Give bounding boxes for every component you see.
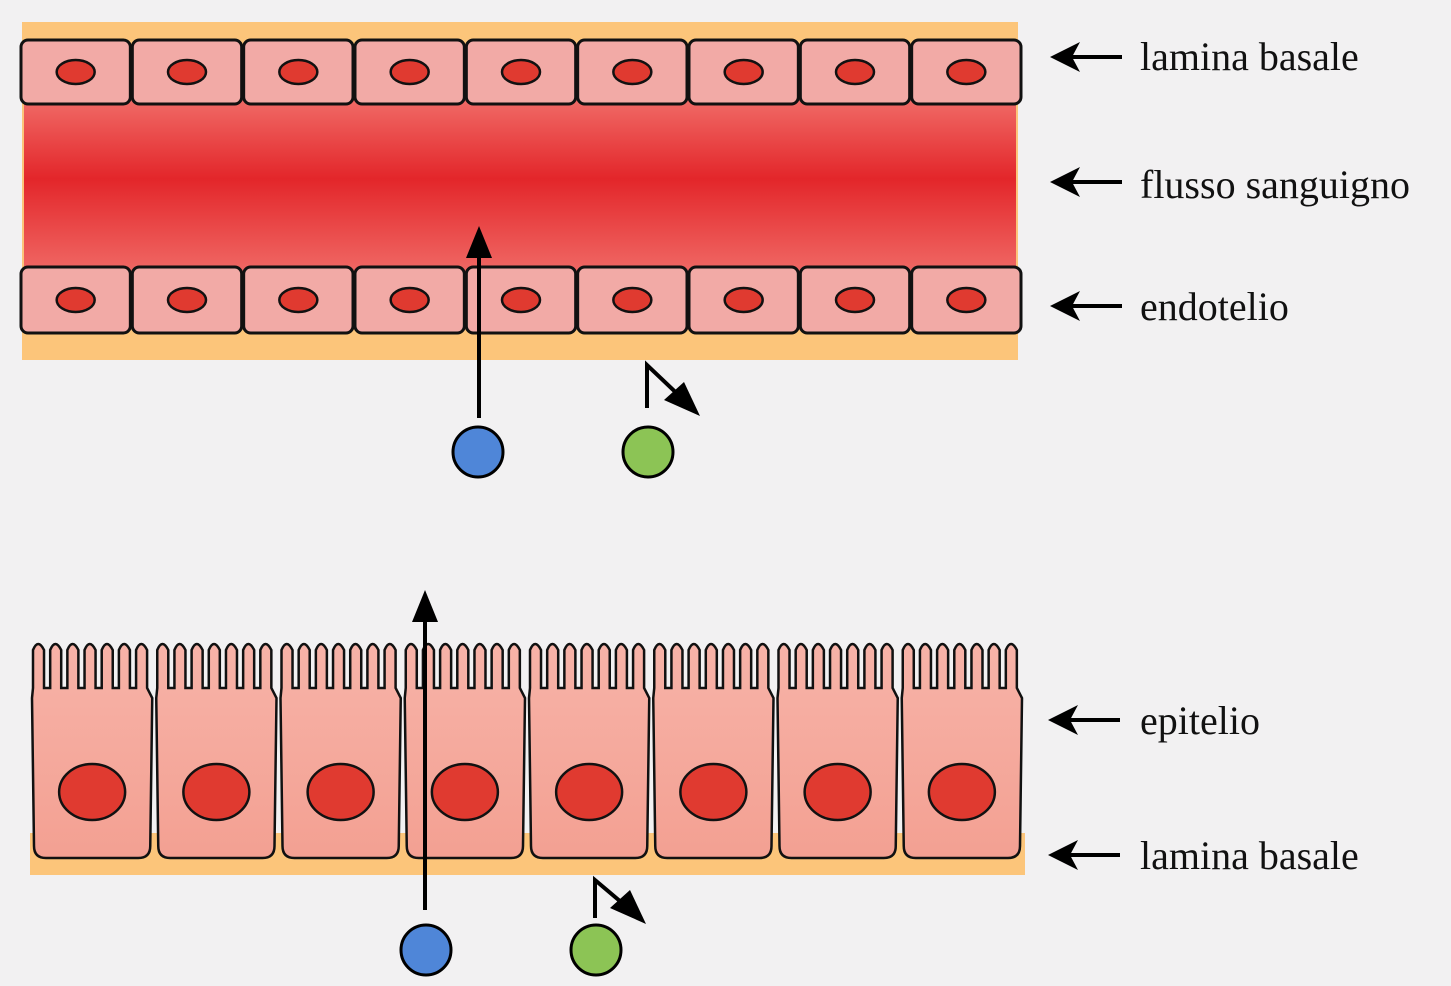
cell-nucleus bbox=[500, 58, 542, 86]
cell-nucleus bbox=[679, 762, 748, 822]
endothelium-top-row bbox=[19, 38, 1023, 106]
microvilli-and-cell-body bbox=[527, 642, 651, 860]
blood-vessel bbox=[19, 22, 1023, 360]
cell-nucleus bbox=[946, 286, 987, 314]
cell-nucleus bbox=[927, 762, 997, 822]
microvilli-and-cell-body bbox=[776, 642, 900, 860]
cell-nucleus bbox=[834, 286, 876, 314]
blue-transport-arrowhead-bottom bbox=[412, 590, 438, 622]
cell-nucleus bbox=[55, 58, 96, 86]
blue-molecule-top bbox=[451, 425, 505, 479]
cell-nucleus bbox=[57, 762, 127, 822]
epithelial-cells bbox=[30, 642, 1024, 860]
cell-nucleus bbox=[389, 286, 430, 314]
cell-nucleus bbox=[554, 762, 624, 822]
cell-nucleus bbox=[430, 762, 500, 822]
epithelial-cell bbox=[900, 642, 1024, 860]
label-lamina-basale-bottom: lamina basale bbox=[1140, 833, 1359, 878]
cell-nucleus bbox=[278, 58, 319, 86]
cell-nucleus bbox=[278, 286, 319, 314]
label-lamina-basale-top: lamina basale bbox=[1140, 34, 1359, 79]
endothelium-bottom-row bbox=[19, 265, 1023, 335]
blue-molecule-bottom bbox=[399, 923, 453, 977]
green-molecule-bottom bbox=[569, 923, 623, 977]
label-epitelio: epitelio bbox=[1140, 698, 1260, 743]
green-blocked-arrowhead-top bbox=[664, 382, 700, 416]
epithelial-cell bbox=[403, 642, 527, 860]
epithelial-cell bbox=[30, 642, 154, 860]
epithelial-cell bbox=[279, 642, 403, 860]
cell-nucleus bbox=[946, 58, 987, 86]
label-endotelio: endotelio bbox=[1140, 284, 1289, 329]
cell-nucleus bbox=[612, 286, 653, 314]
cell-nucleus bbox=[723, 286, 764, 314]
epithelial-cell bbox=[776, 642, 900, 860]
pointer-arrowheads bbox=[1048, 42, 1080, 870]
cell-nucleus bbox=[389, 58, 430, 86]
epithelial-cell bbox=[651, 642, 775, 860]
green-molecule-top bbox=[621, 425, 675, 479]
epithelial-cell bbox=[154, 642, 278, 860]
cell-nucleus bbox=[834, 58, 876, 86]
blood-flow bbox=[24, 100, 1016, 275]
microvilli-and-cell-body bbox=[651, 642, 775, 860]
label-flusso-sanguigno: flusso sanguigno bbox=[1140, 162, 1410, 207]
cell-nucleus bbox=[182, 762, 251, 822]
cell-nucleus bbox=[723, 58, 764, 86]
cell-nucleus bbox=[612, 58, 653, 86]
cell-nucleus bbox=[803, 762, 872, 822]
microvilli-and-cell-body bbox=[30, 642, 154, 860]
microvilli-and-cell-body bbox=[279, 642, 403, 860]
green-blocked-arrowhead-bottom bbox=[610, 890, 646, 924]
cell-nucleus bbox=[306, 762, 375, 822]
cell-nucleus bbox=[55, 286, 96, 314]
microvilli-and-cell-body bbox=[154, 642, 278, 860]
microvilli-and-cell-body bbox=[900, 642, 1024, 860]
cell-nucleus bbox=[500, 286, 542, 314]
microvilli-and-cell-body bbox=[403, 642, 527, 860]
cell-nucleus bbox=[166, 286, 208, 314]
cell-nucleus bbox=[166, 58, 208, 86]
epithelial-cell bbox=[527, 642, 651, 860]
blue-transport-arrowhead-top bbox=[466, 226, 492, 258]
epithelium-layer bbox=[30, 642, 1025, 875]
